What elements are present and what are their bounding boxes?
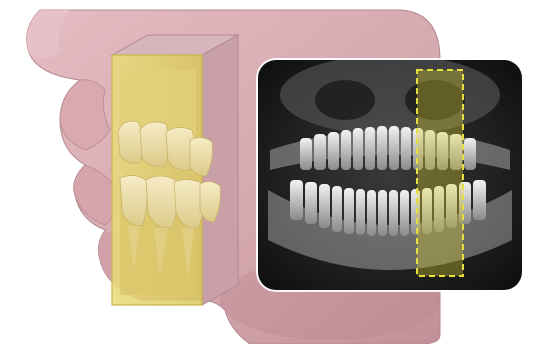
xray-selection-fill: [417, 70, 463, 276]
panoramic-xray: [256, 55, 524, 292]
jaw-section-box: [112, 35, 238, 305]
